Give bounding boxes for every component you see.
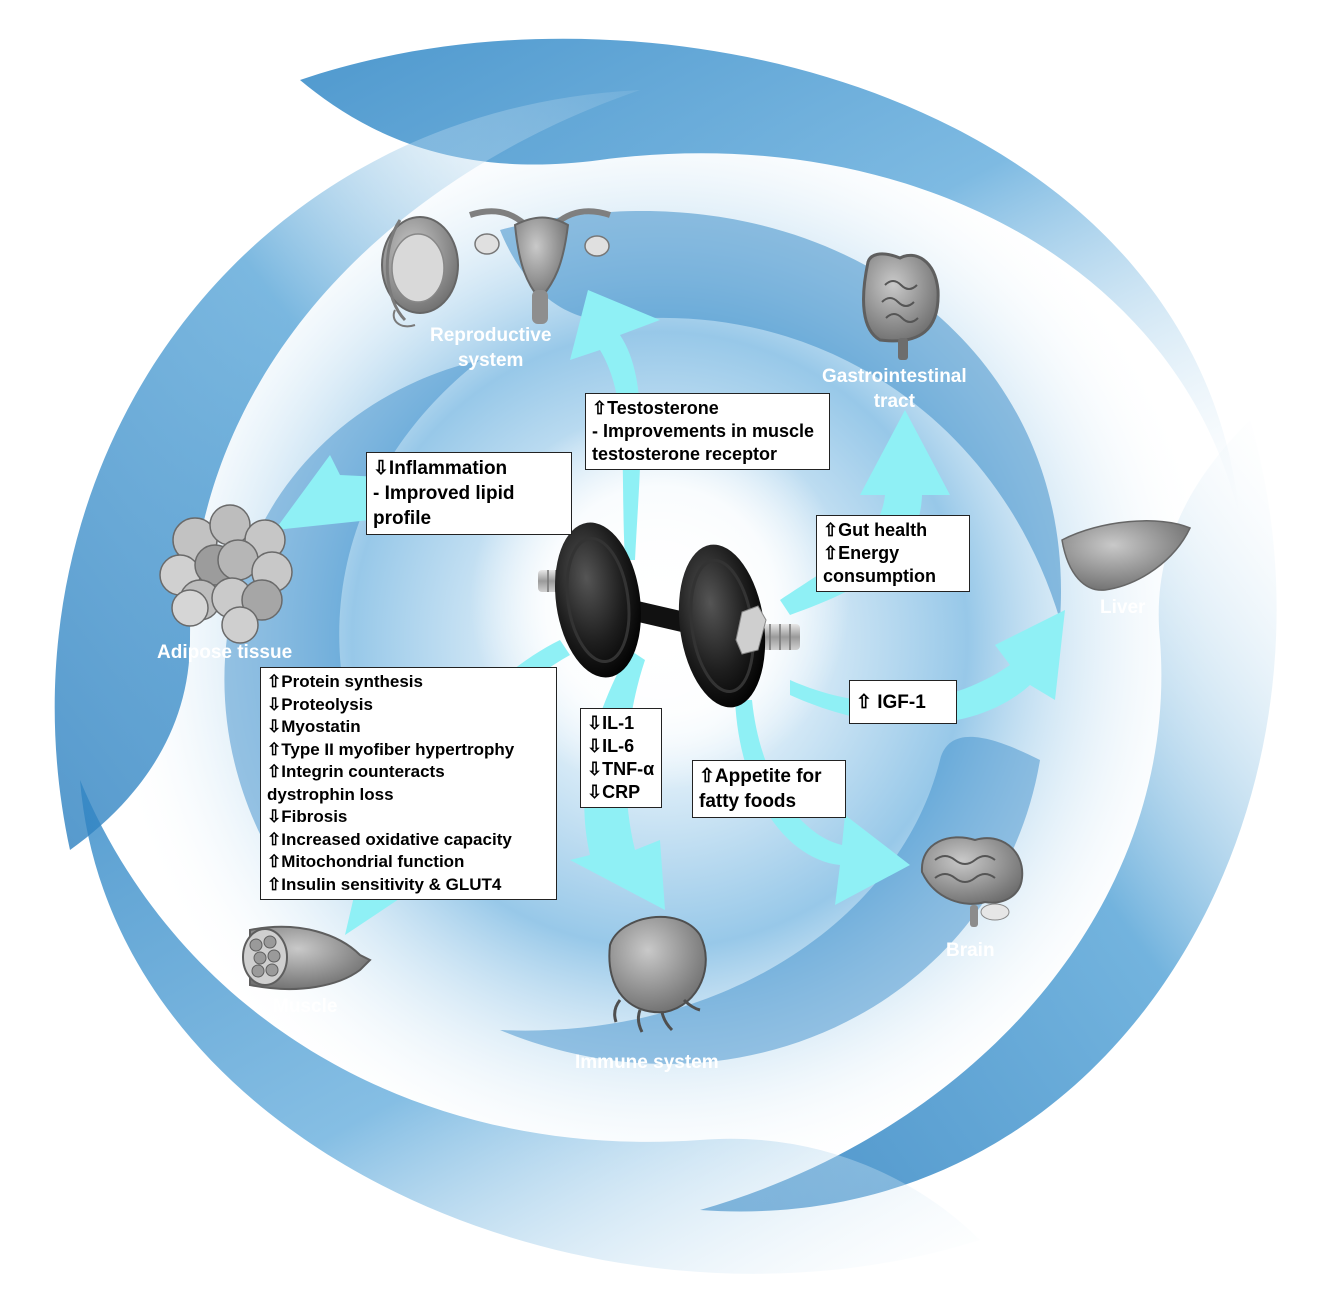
box-line: profile: [373, 508, 432, 529]
box-line: ⇧Insulin sensitivity & GLUT4: [267, 874, 502, 894]
label-reproductive-line-1: Reproductive: [430, 325, 552, 346]
box-line: ⇧Testosterone: [592, 398, 719, 418]
box-line: ⇧Gut health: [823, 520, 928, 540]
label-gastrointestinal-tract: Gastrointestinal tract: [822, 364, 967, 414]
box-immune-effects: ⇩IL-1 ⇩IL-6 ⇩TNF-α ⇩CRP: [580, 708, 662, 808]
label-gastrointestinal-line-2: tract: [873, 391, 915, 412]
reproductive-organs-icon: [381, 208, 611, 328]
arrow-to-reproductive: [570, 290, 660, 560]
liver-icon: [1061, 520, 1192, 591]
box-reproductive-effects: ⇧Testosterone - Improvements in muscle t…: [585, 393, 830, 470]
box-brain-effects: ⇧Appetite for fatty foods: [692, 760, 846, 818]
box-line: ⇩IL-1: [587, 713, 635, 733]
box-line: ⇧Type II myofiber hypertrophy: [267, 739, 515, 759]
muscle-fiber-icon: [242, 925, 372, 991]
box-line: ⇩Inflammation: [373, 458, 508, 479]
box-line: fatty foods: [699, 791, 797, 812]
box-line: dystrophin loss: [267, 784, 394, 804]
arrow-to-brain: [735, 700, 910, 905]
box-line: ⇩CRP: [587, 782, 641, 802]
box-line: ⇩IL-6: [587, 736, 635, 756]
label-muscle: Muscle: [273, 996, 338, 1017]
arrow-to-gastrointestinal: [780, 410, 950, 615]
macrophage-icon: [608, 915, 707, 1033]
intestine-icon: [862, 252, 940, 360]
box-line: ⇧Protein synthesis: [267, 672, 423, 691]
label-immune-system: Immune system: [575, 1052, 719, 1073]
box-adipose-effects: ⇩Inflammation - Improved lipid profile: [366, 452, 572, 535]
box-line: ⇧Integrin counteracts: [267, 762, 445, 781]
box-line: ⇧Appetite for: [699, 766, 822, 787]
box-line: testosterone receptor: [592, 444, 778, 464]
box-line: consumption: [823, 566, 936, 586]
box-line: - Improvements in muscle: [592, 421, 815, 441]
box-line: ⇧ IGF-1: [856, 692, 926, 713]
box-line: - Improved lipid: [373, 483, 515, 504]
box-line: ⇩Proteolysis: [267, 694, 373, 714]
label-adipose-tissue: Adipose tissue: [157, 642, 293, 663]
box-line: ⇧Mitochondrial function: [267, 852, 465, 871]
label-gastrointestinal-line-1: Gastrointestinal: [822, 366, 967, 387]
arrow-to-liver: [790, 610, 1065, 725]
box-gut-effects: ⇧Gut health ⇧Energy consumption: [816, 515, 970, 592]
box-line: ⇧Increased oxidative capacity: [267, 829, 512, 849]
box-line: ⇩Fibrosis: [267, 807, 348, 826]
arrow-to-muscle: [345, 640, 570, 935]
label-reproductive-line-2: system: [457, 350, 524, 371]
box-line: ⇩TNF-α: [587, 759, 655, 779]
brain-icon: [920, 836, 1024, 927]
label-brain: Brain: [946, 940, 995, 961]
dumbbell-icon: [538, 522, 800, 708]
label-liver: Liver: [1100, 597, 1146, 618]
label-reproductive-system: Reproductive system: [430, 323, 551, 373]
box-muscle-effects: ⇧Protein synthesis ⇩Proteolysis ⇩Myostat…: [260, 667, 557, 900]
fat-cells-icon: [159, 504, 293, 644]
box-line: ⇩Myostatin: [267, 717, 361, 736]
box-liver-effects: ⇧ IGF-1: [849, 680, 957, 724]
box-line: ⇧Energy: [823, 543, 900, 563]
